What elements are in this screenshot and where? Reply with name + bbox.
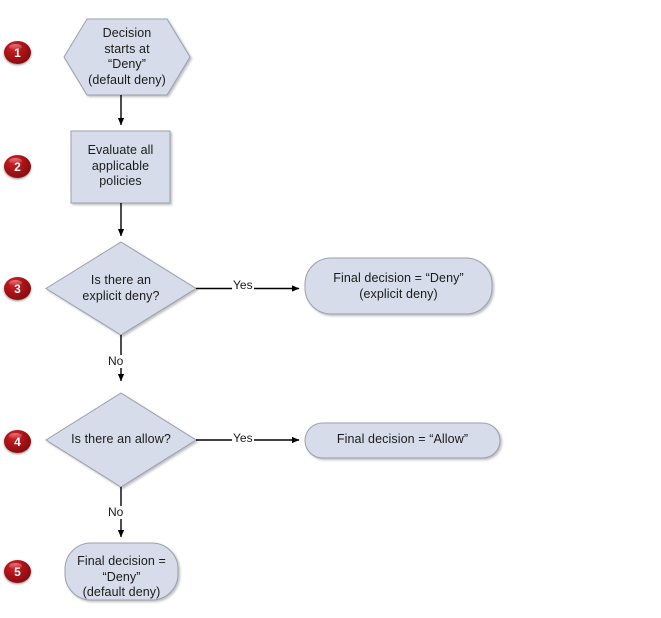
step-badge-5[interactable]: 5 [4, 560, 31, 583]
step-badge-4[interactable]: 4 [4, 430, 31, 453]
node-start-shape[interactable] [63, 18, 191, 96]
node-final-allow-shape[interactable] [304, 422, 501, 459]
node-final-deny-default-shape[interactable] [64, 542, 179, 601]
step-badge-2[interactable]: 2 [4, 155, 31, 178]
edge-label-explicit-deny-yes: Yes [232, 278, 254, 292]
step-badge-3-number: 3 [14, 281, 21, 296]
edge-label-explicit-deny-no: No [107, 354, 125, 368]
node-explicit-deny-shape[interactable] [45, 241, 197, 336]
edge-label-is-allow-no: No [107, 505, 125, 519]
step-badge-4-number: 4 [14, 434, 21, 449]
step-badge-1[interactable]: 1 [4, 41, 31, 64]
node-is-allow-shape[interactable] [45, 392, 197, 488]
step-badge-2-number: 2 [14, 159, 21, 174]
node-evaluate-shape[interactable] [70, 130, 171, 204]
edge-label-is-allow-yes: Yes [232, 431, 254, 445]
step-badge-3[interactable]: 3 [4, 277, 31, 300]
step-badge-1-number: 1 [14, 45, 21, 60]
step-badge-5-number: 5 [14, 564, 21, 579]
node-final-deny-explicit-shape[interactable] [304, 257, 493, 315]
